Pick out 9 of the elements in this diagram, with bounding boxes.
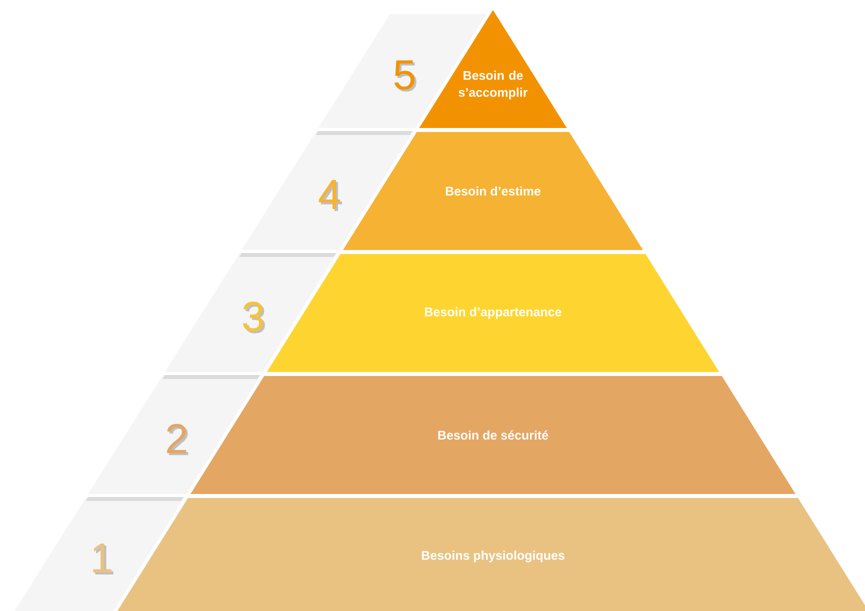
pyramid-level: Besoin d’appartenance — [266, 254, 720, 372]
pyramid-level: Besoins physiologiques — [117, 498, 865, 611]
level-number-panel: 3 — [164, 253, 338, 372]
pyramid-level: Besoin de s’accomplir — [419, 10, 567, 128]
level-number-panel: 2 — [88, 375, 261, 494]
level-number-panel: 4 — [242, 131, 414, 250]
level-number-panel: 1 — [14, 497, 185, 611]
pyramid-level: Besoin de sécurité — [190, 376, 796, 494]
pyramid-level: Besoin d’estime — [343, 132, 643, 250]
